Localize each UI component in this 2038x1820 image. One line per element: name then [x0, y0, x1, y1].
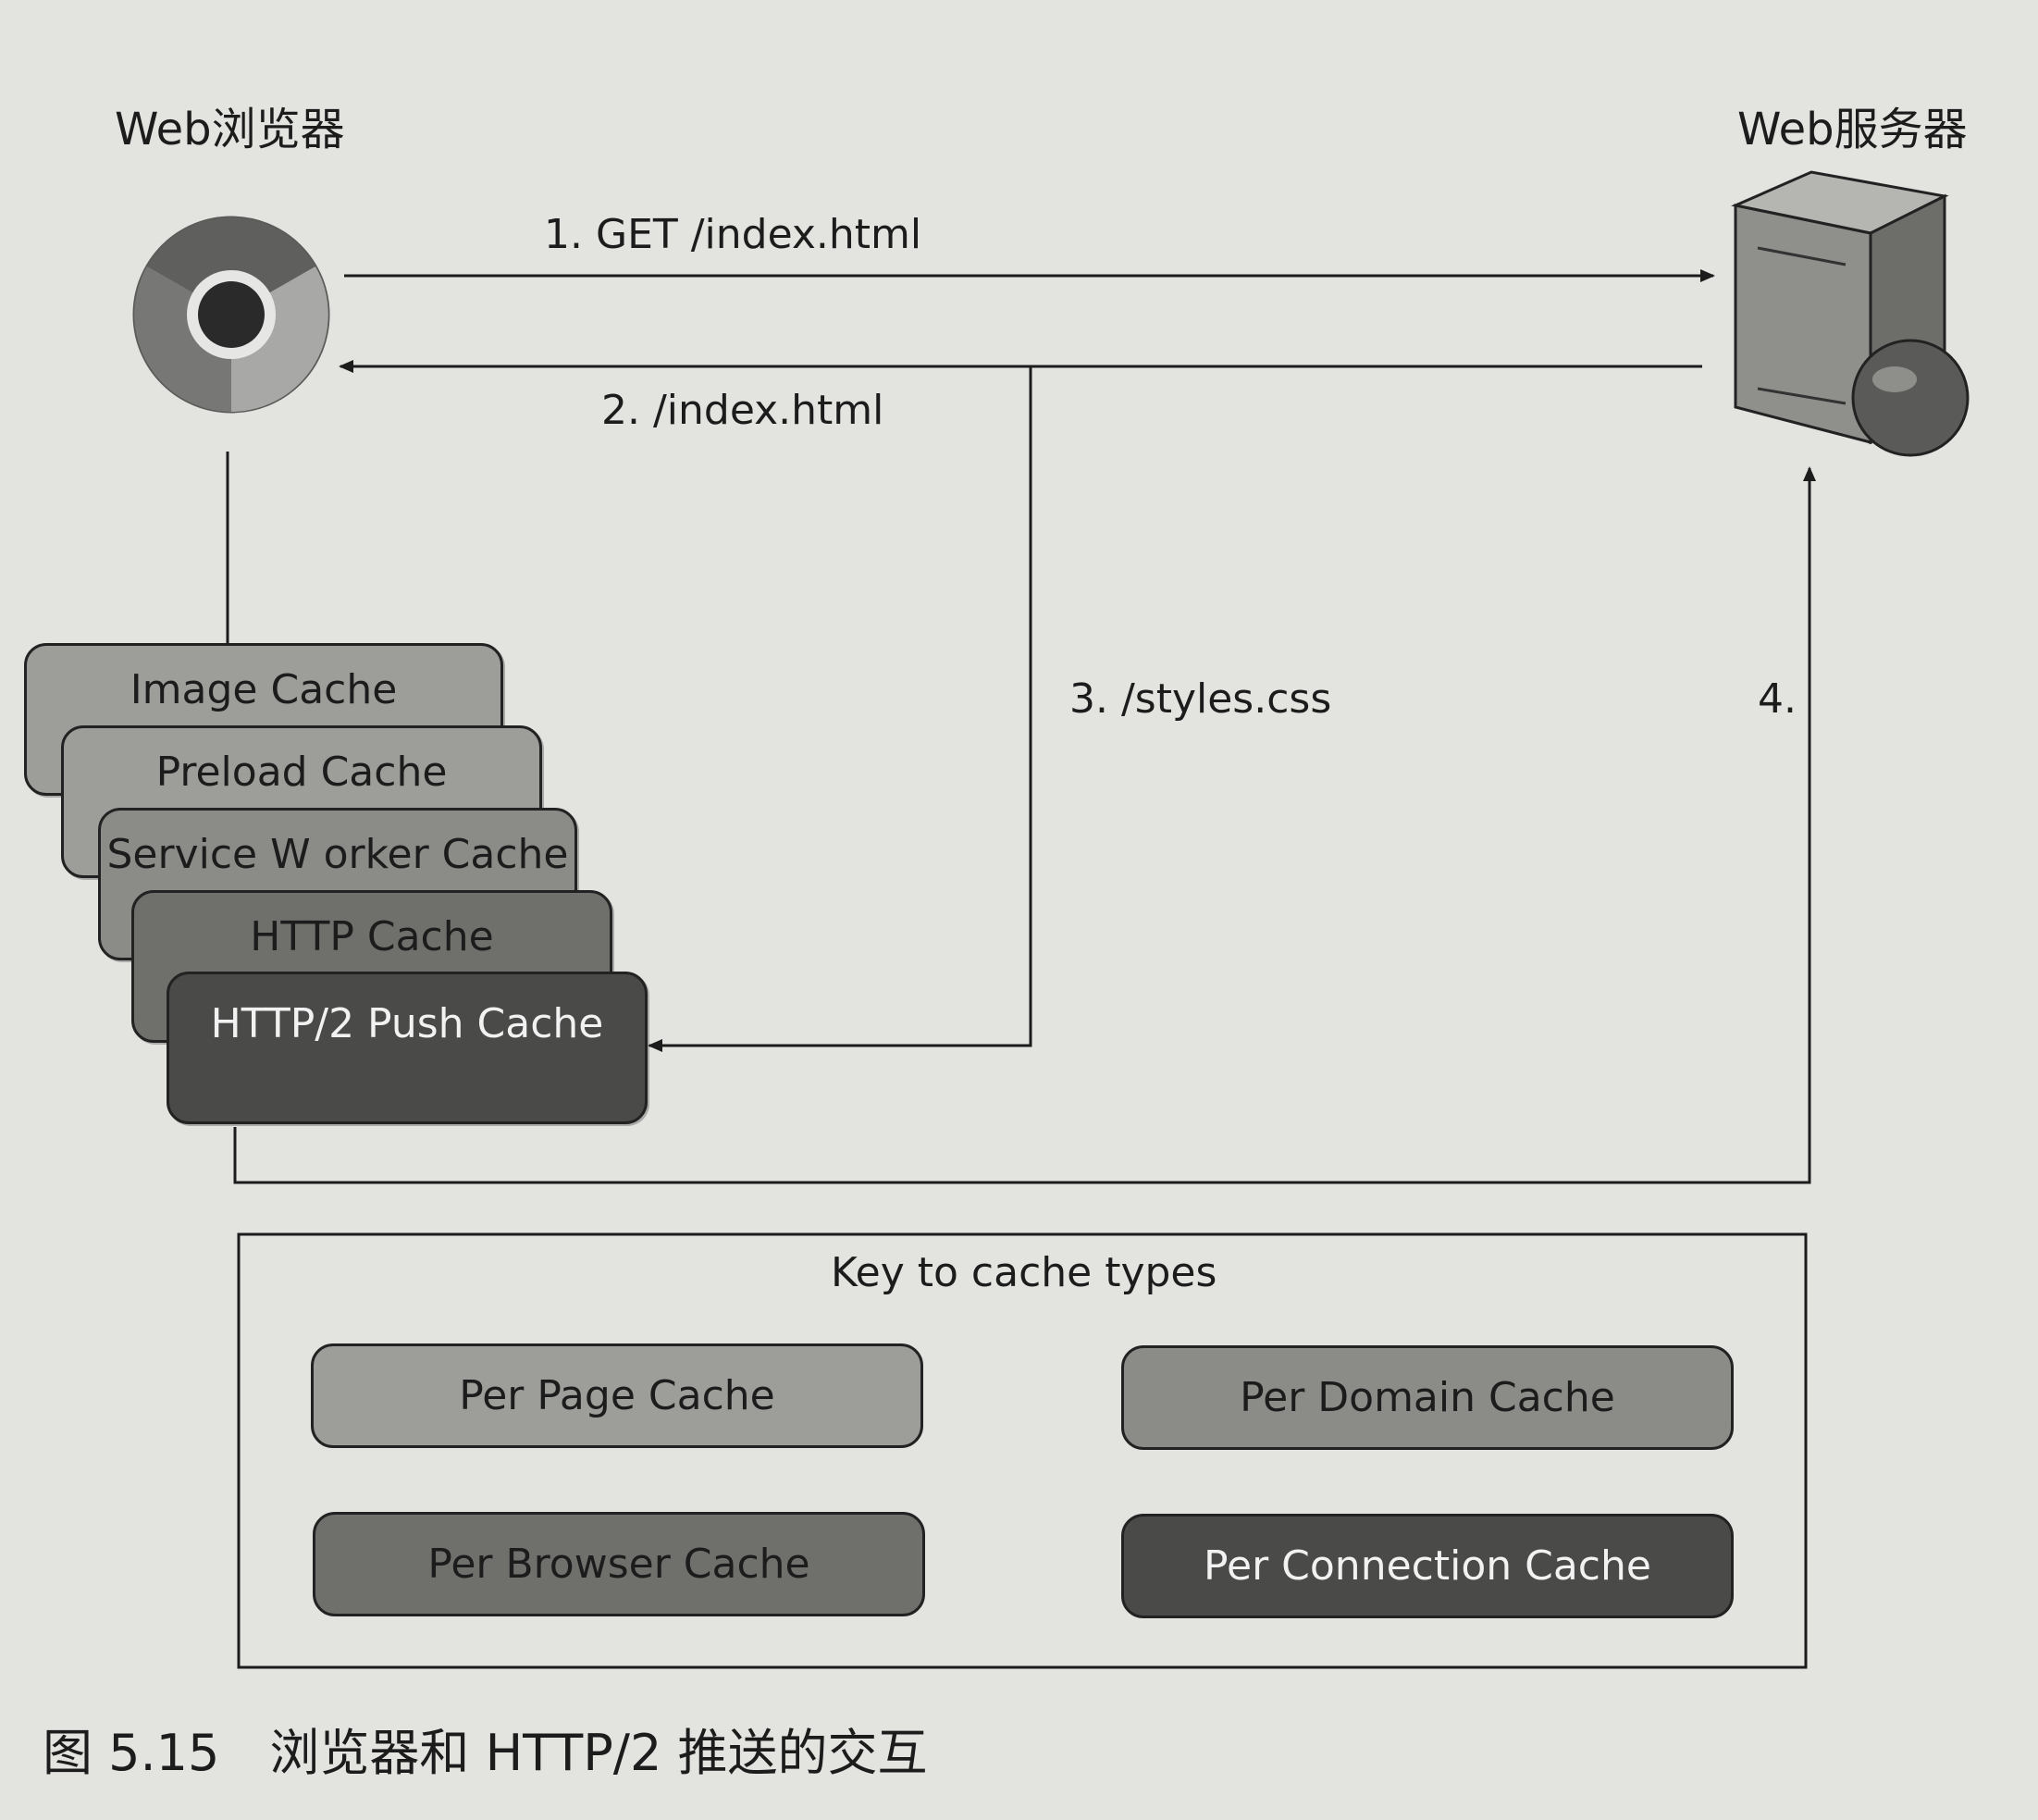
- key-per-domain-cache: Per Domain Cache: [1121, 1345, 1734, 1450]
- arrow-request-4: [233, 466, 1816, 1184]
- message-index-response: 2. /index.html: [601, 387, 884, 434]
- key-per-browser-label: Per Browser Cache: [427, 1541, 810, 1588]
- key-box: [237, 1232, 1808, 1669]
- server-tower-icon: [1731, 170, 1970, 457]
- chrome-browser-icon: [132, 216, 330, 414]
- key-per-page-cache: Per Page Cache: [311, 1343, 923, 1448]
- key-title: Key to cache types: [831, 1249, 1217, 1296]
- browser-label: Web浏览器: [115, 104, 345, 155]
- message-step-4: 4.: [1758, 675, 1797, 723]
- server-label: Web服务器: [1737, 104, 1968, 155]
- service-worker-cache-label: Service W orker Cache: [106, 831, 569, 878]
- image-cache-label: Image Cache: [130, 666, 398, 713]
- http2-push-cache-label: HTTP/2 Push Cache: [210, 1000, 604, 1047]
- http2-push-cache-box: HTTP/2 Push Cache: [167, 972, 648, 1124]
- preload-cache-label: Preload Cache: [155, 749, 448, 796]
- arrow-styles-push: [648, 366, 1032, 1052]
- key-per-page-label: Per Page Cache: [459, 1372, 775, 1419]
- key-per-browser-cache: Per Browser Cache: [313, 1512, 925, 1616]
- key-per-connection-cache: Per Connection Cache: [1121, 1514, 1734, 1618]
- figure-caption: 图 5.15 浏览器和 HTTP/2 推送的交互: [43, 1724, 928, 1782]
- message-styles-css: 3. /styles.css: [1069, 675, 1332, 723]
- http-cache-label: HTTP Cache: [250, 913, 494, 960]
- key-per-connection-label: Per Connection Cache: [1204, 1542, 1651, 1590]
- key-per-domain-label: Per Domain Cache: [1240, 1374, 1615, 1421]
- message-get-index: 1. GET /index.html: [544, 211, 922, 258]
